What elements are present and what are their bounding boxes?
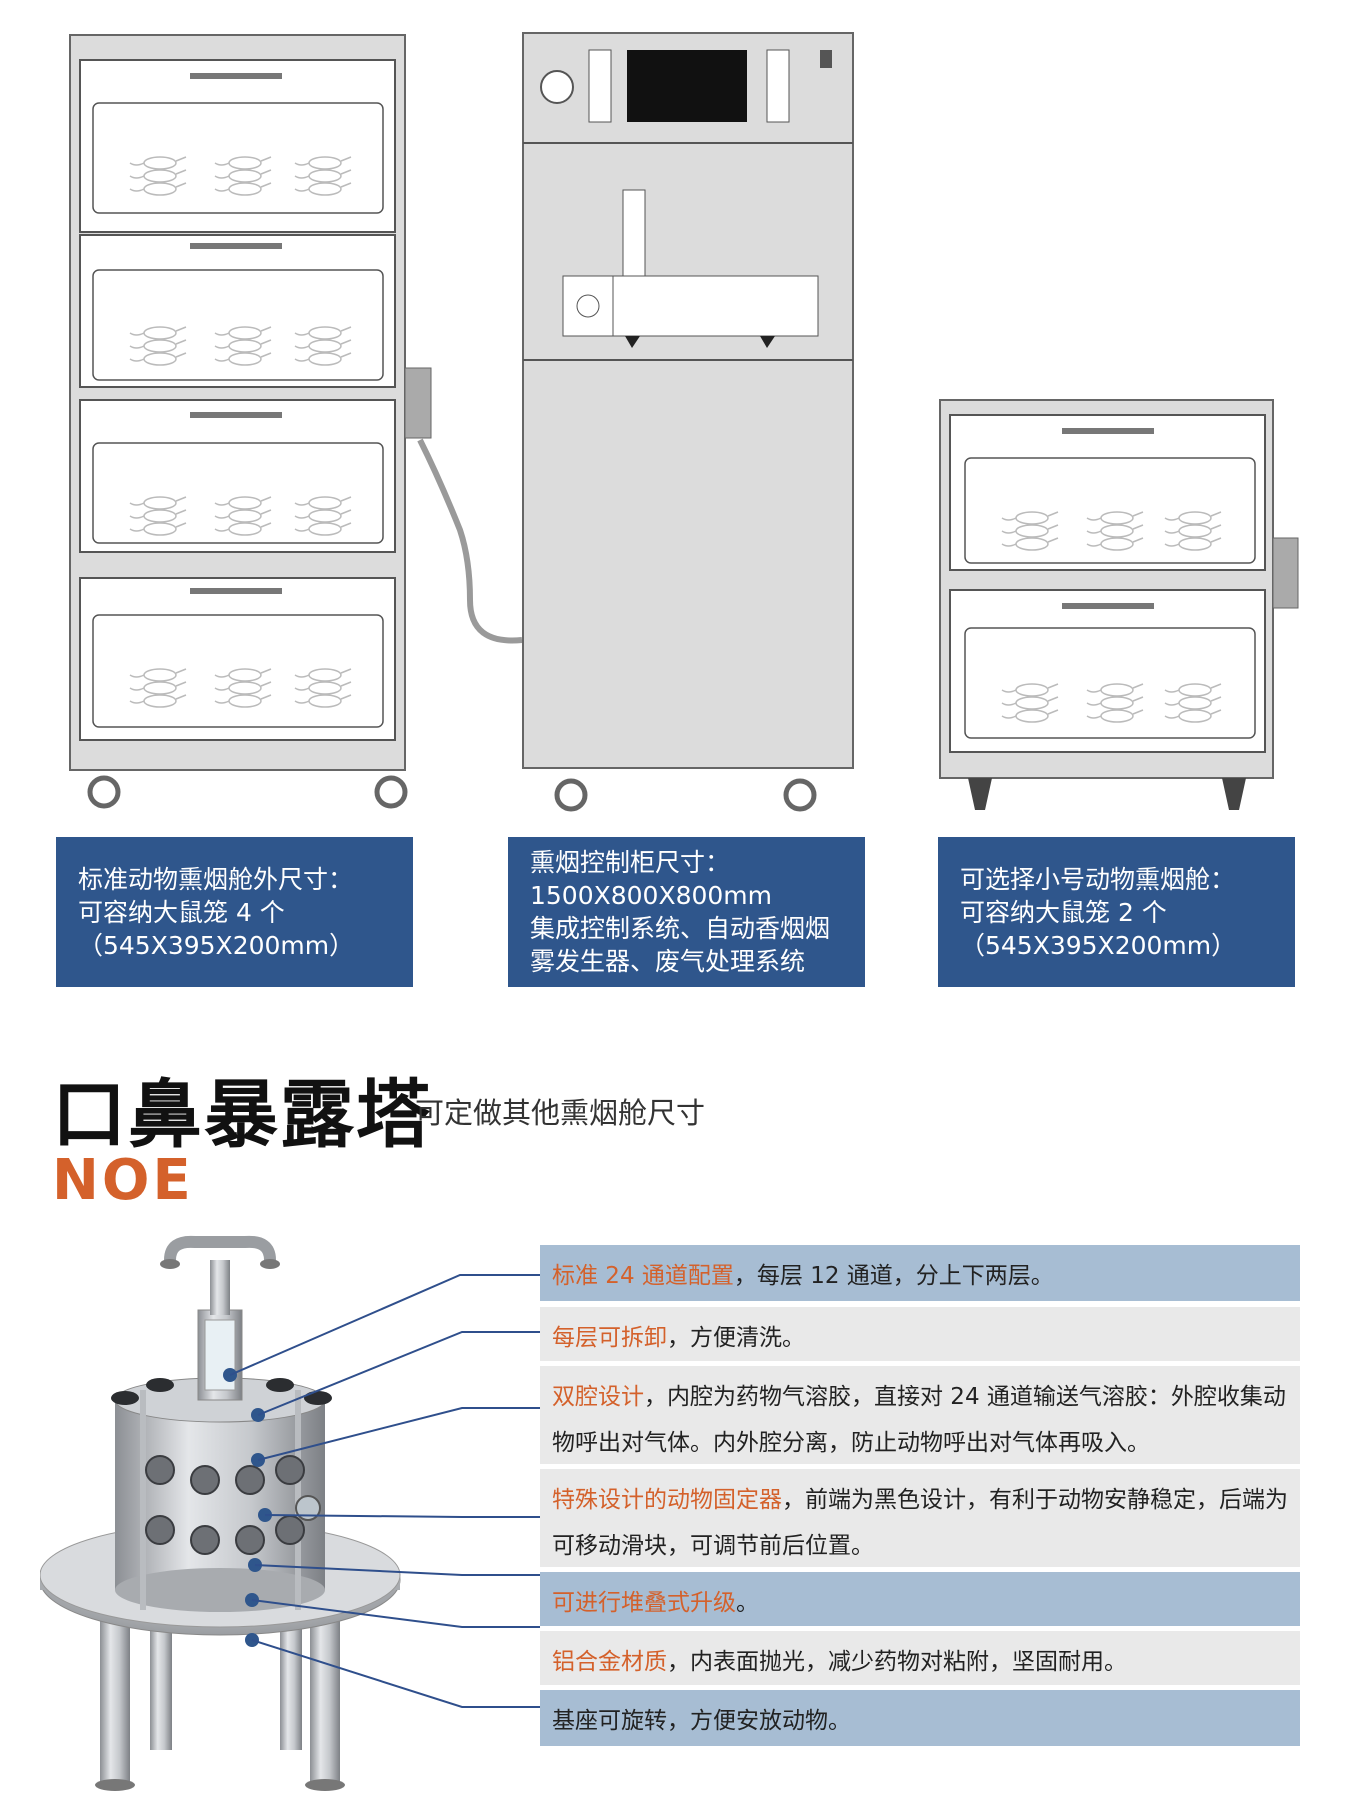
feature-item-material: 铝合金材质，内表面抛光，减少药物对粘附，坚固耐用。 [540, 1631, 1300, 1685]
product-code: NOE [52, 1148, 194, 1213]
feature-text: ，方便清洗。 [667, 1325, 805, 1351]
feature-text: 。 [736, 1590, 759, 1616]
callout-leader-lines [229, 1274, 540, 1708]
exposure-tower-illustration [40, 1235, 401, 1791]
small-chamber-drawing [939, 399, 1299, 810]
feature-item-stackable: 可进行堆叠式升级。 [540, 1572, 1300, 1626]
control-cabinet-caption: 熏烟控制柜尺寸： 1500X800X800mm 集成控制系统、自动香烟烟 雾发生… [508, 837, 865, 987]
feature-text: ，内表面抛光，减少药物对粘附，坚固耐用。 [667, 1649, 1127, 1675]
control-cabinet-drawing [522, 32, 854, 812]
caption-line: 集成控制系统、自动香烟烟 [530, 914, 831, 943]
standard-chamber-drawing [69, 34, 523, 809]
feature-highlight: 标准 24 通道配置 [552, 1263, 734, 1289]
caption-line: 可容纳大鼠笼 4 个 [78, 897, 285, 927]
feature-highlight: 每层可拆卸 [552, 1325, 667, 1351]
feature-text: ，内腔为药物气溶胶，直接对 24 通道输送气溶胶：外腔收集动物呼出对气体。内外腔… [552, 1384, 1286, 1456]
caption-line: 雾发生器、废气处理系统 [530, 947, 806, 976]
section-title: 口鼻暴露塔 [52, 1072, 432, 1158]
feature-highlight: 双腔设计 [552, 1384, 644, 1410]
feature-text: 基座可旋转，方便安放动物。 [552, 1708, 851, 1734]
caption-line: 可容纳大鼠笼 2 个 [960, 897, 1167, 927]
feature-highlight: 铝合金材质 [552, 1649, 667, 1675]
small-chamber-caption: 可选择小号动物熏烟舱： 可容纳大鼠笼 2 个 （545X395X200mm） [938, 837, 1295, 987]
equipment-illustration [69, 32, 1299, 812]
standard-chamber-caption: 标准动物熏烟舱外尺寸： 可容纳大鼠笼 4 个 （545X395X200mm） [56, 837, 413, 987]
caption-line: 熏烟控制柜尺寸： [530, 848, 731, 877]
caption-line: 1500X800X800mm [530, 881, 773, 910]
caption-line: （545X395X200mm） [78, 930, 355, 960]
feature-text: ，每层 12 通道，分上下两层。 [733, 1263, 1054, 1289]
caption-line: 标准动物熏烟舱外尺寸： [78, 864, 354, 894]
feature-text: ，前端为黑色设计，有利于动物安静稳定，后端为可移动滑块，可调节前后位置。 [552, 1487, 1288, 1559]
feature-highlight: 可进行堆叠式升级 [552, 1590, 736, 1616]
feature-item-channels: 标准 24 通道配置，每层 12 通道，分上下两层。 [540, 1245, 1300, 1301]
feature-item-dual-chamber: 双腔设计，内腔为药物气溶胶，直接对 24 通道输送气溶胶：外腔收集动物呼出对气体… [540, 1366, 1300, 1464]
section-subtitle: 可定做其他熏烟舱尺寸 [415, 1096, 706, 1130]
caption-line: 可选择小号动物熏烟舱： [960, 864, 1236, 894]
feature-item-restrainer: 特殊设计的动物固定器，前端为黑色设计，有利于动物安静稳定，后端为可移动滑块，可调… [540, 1469, 1300, 1567]
caption-line: （545X395X200mm） [960, 930, 1237, 960]
feature-item-detachable: 每层可拆卸，方便清洗。 [540, 1307, 1300, 1361]
feature-highlight: 特殊设计的动物固定器 [552, 1487, 782, 1513]
feature-item-rotating-base: 基座可旋转，方便安放动物。 [540, 1690, 1300, 1746]
